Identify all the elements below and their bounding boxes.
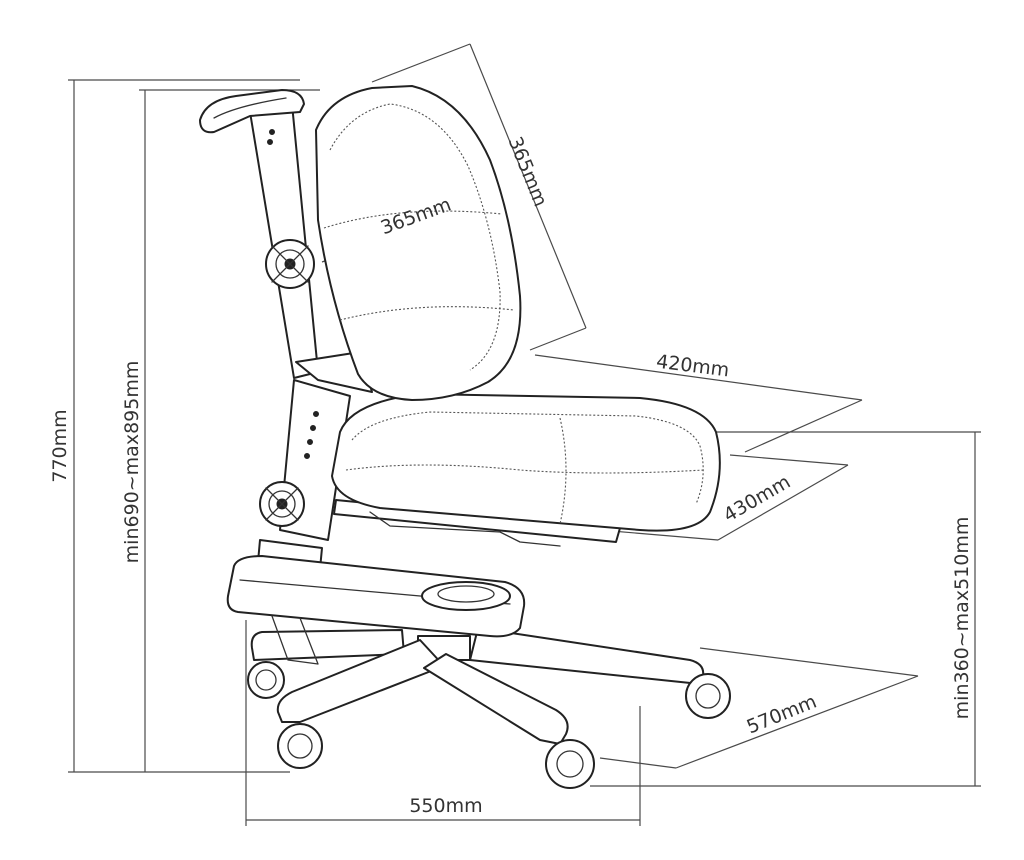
caster-wheels (247, 661, 731, 789)
footrest-plate (226, 555, 526, 638)
base-depth-label: 570mm (744, 691, 820, 739)
base-leg-front-left (276, 639, 445, 723)
seat-adjust-knob (259, 481, 305, 527)
chair-illustration (199, 85, 731, 789)
seat-depth-label: 430mm (720, 471, 794, 527)
top-handle (199, 89, 305, 134)
backrest-height-range-label: min690~max895mm (121, 361, 143, 564)
seat-width-label: 420mm (655, 351, 730, 382)
seat-height-range-label: min360~max510mm (951, 517, 973, 720)
base-leg-back-left (250, 629, 405, 661)
backrest-height-label: 365mm (504, 134, 552, 210)
backrest-cushion (315, 85, 522, 401)
base-width-label: 550mm (409, 795, 482, 817)
dimension-lines (68, 43, 981, 826)
base-leg-front-center (423, 653, 569, 745)
backrest-adjust-knob (265, 239, 315, 289)
overall-height-label: 770mm (49, 409, 71, 482)
